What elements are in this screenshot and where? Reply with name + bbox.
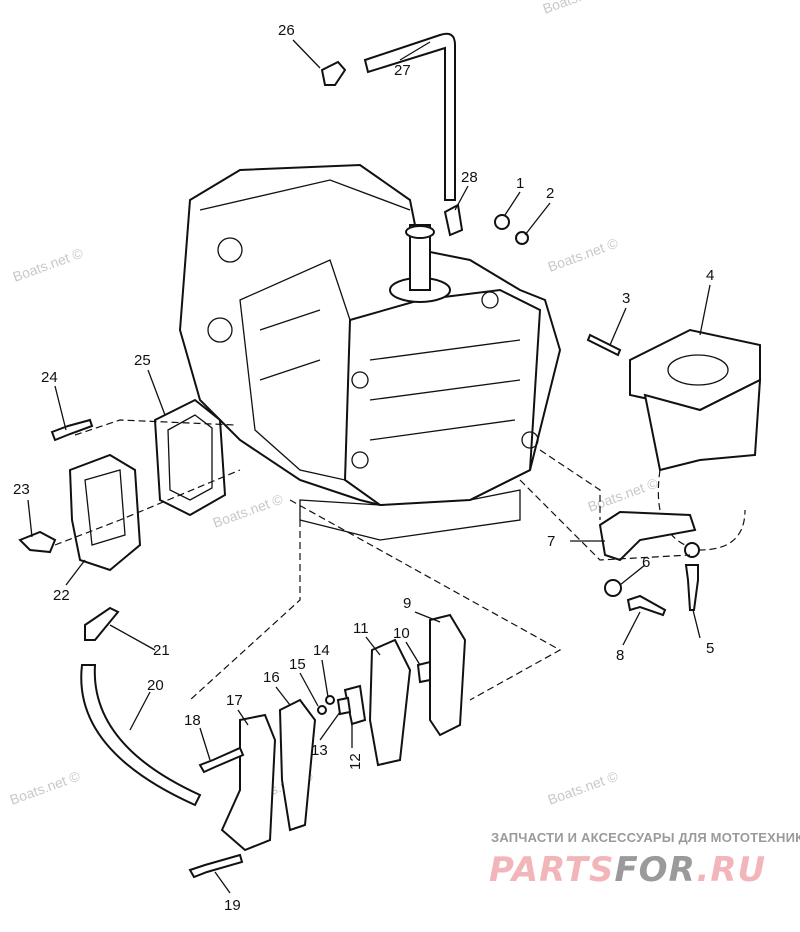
bolt-24 bbox=[50, 418, 94, 442]
engine-block bbox=[178, 163, 562, 541]
partsfor-logo: PARTSFOR.RU bbox=[489, 850, 766, 890]
part-4-adapter bbox=[629, 328, 762, 551]
stud-3 bbox=[586, 333, 622, 357]
logo-part2: FOR bbox=[614, 850, 697, 890]
callout-24: 24 bbox=[41, 369, 58, 386]
callout-20: 20 bbox=[147, 677, 164, 694]
plate-16 bbox=[278, 698, 317, 832]
callout-3: 3 bbox=[622, 290, 630, 307]
hose-20 bbox=[80, 664, 202, 807]
callout-labels: 1 2 3 4 5 6 7 8 9 10 11 12 13 14 15 16 1… bbox=[13, 22, 714, 914]
callout-27: 27 bbox=[394, 62, 411, 79]
watermark: Boats.net © bbox=[541, 0, 616, 17]
callout-19: 19 bbox=[224, 897, 241, 914]
watermark: Boats.net © bbox=[546, 767, 621, 807]
callout-25: 25 bbox=[134, 352, 151, 369]
callout-15: 15 bbox=[289, 656, 306, 673]
watermark: Boats.net © bbox=[8, 767, 83, 807]
leader-lines bbox=[27, 39, 711, 894]
callout-7: 7 bbox=[547, 533, 555, 550]
logo-tagline: ЗАПЧАСТИ И АКСЕССУАРЫ ДЛЯ МОТОТЕХНИКИ bbox=[491, 830, 800, 845]
spring-14 bbox=[325, 695, 335, 705]
callout-23: 23 bbox=[13, 481, 30, 498]
cover-22 bbox=[68, 453, 142, 572]
callout-11: 11 bbox=[353, 620, 369, 637]
callout-10: 10 bbox=[393, 625, 410, 642]
logo-part1: PARTS bbox=[489, 850, 615, 890]
callout-13: 13 bbox=[311, 742, 328, 759]
callout-4: 4 bbox=[706, 267, 714, 284]
callout-18: 18 bbox=[184, 712, 201, 729]
fitting-21 bbox=[84, 606, 120, 641]
screw-19 bbox=[188, 853, 244, 879]
plate-11 bbox=[368, 638, 412, 767]
screw-18 bbox=[198, 746, 245, 774]
nut-1 bbox=[494, 214, 510, 230]
watermark: Boats.net © bbox=[11, 244, 86, 284]
callout-26: 26 bbox=[278, 22, 295, 39]
callout-6: 6 bbox=[642, 554, 650, 571]
gasket-25 bbox=[153, 398, 227, 517]
callout-17: 17 bbox=[226, 692, 243, 709]
callout-22: 22 bbox=[53, 587, 70, 604]
callout-12: 12 bbox=[347, 753, 364, 770]
bracket-7 bbox=[598, 510, 697, 562]
fitting-28 bbox=[443, 203, 464, 237]
fitting-26 bbox=[320, 60, 347, 86]
watermark: Boats.net © bbox=[546, 234, 621, 274]
watermark: Boats.net © bbox=[586, 474, 661, 514]
plate-17 bbox=[220, 713, 277, 852]
bolt-5 bbox=[684, 564, 699, 611]
bolt-8 bbox=[626, 594, 667, 617]
hose-27 bbox=[363, 32, 456, 201]
plate-9 bbox=[429, 613, 467, 737]
callout-1: 1 bbox=[516, 175, 524, 192]
callout-5: 5 bbox=[706, 640, 714, 657]
elbow-23 bbox=[18, 530, 57, 554]
callout-9: 9 bbox=[403, 595, 411, 612]
callout-14: 14 bbox=[313, 642, 330, 659]
washer-13 bbox=[336, 696, 352, 716]
washer-6b bbox=[604, 579, 622, 597]
callout-16: 16 bbox=[263, 669, 280, 686]
logo-part3: .RU bbox=[696, 850, 767, 890]
washer-6a bbox=[684, 542, 700, 558]
callout-2: 2 bbox=[546, 185, 554, 202]
callout-8: 8 bbox=[616, 647, 624, 664]
callout-28: 28 bbox=[461, 169, 478, 186]
spring-10 bbox=[416, 660, 431, 684]
callout-21: 21 bbox=[153, 642, 170, 659]
screw-15 bbox=[317, 705, 327, 715]
